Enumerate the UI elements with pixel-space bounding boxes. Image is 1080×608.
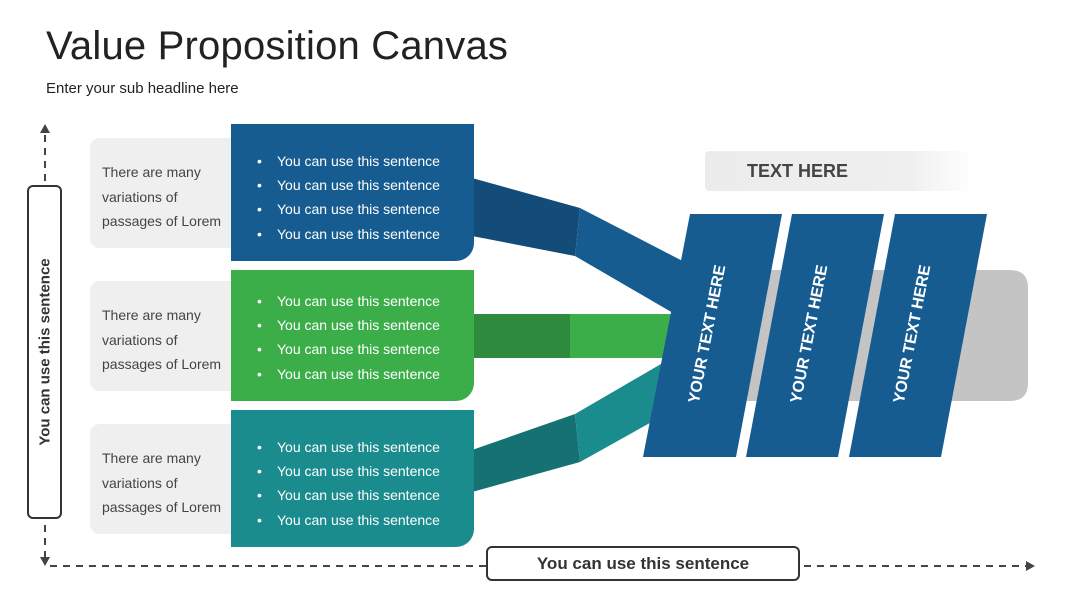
bullet-list-3: •You can use this sentence •You can use … [257,435,440,532]
horizontal-axis [50,561,1035,571]
connector-green [472,314,688,358]
description-card-3: There are many variations of passages of… [90,424,250,534]
bullet-item: •You can use this sentence [257,487,440,504]
text-here-pill: TEXT HERE [705,151,975,191]
bullet-item: •You can use this sentence [257,511,440,528]
vertical-axis-label-box: You can use this sentence [27,185,62,519]
horizontal-axis-label-box: You can use this sentence [486,546,800,581]
bullet-card-2: •You can use this sentence •You can use … [231,270,474,401]
page-title: Value Proposition Canvas [46,24,509,68]
bullet-card-3: •You can use this sentence •You can use … [231,410,474,547]
connector-blue [472,178,700,320]
description-text-2: There are many variations of passages of… [102,307,222,372]
horizontal-axis-label: You can use this sentence [536,554,750,573]
bullet-item: •You can use this sentence [257,463,440,480]
bullet-item: •You can use this sentence [257,439,440,455]
pill-label: TEXT HERE [747,161,849,181]
slanted-bar-1 [643,214,782,457]
description-text-1: There are many variations of passages of… [102,164,222,229]
bullet-card-1: •You can use this sentence •You can use … [231,124,474,261]
bullet-item: •You can use this sentence [257,153,440,169]
description-text-3: There are many variations of passages of… [102,450,222,515]
slanted-bar-3 [849,214,987,457]
bullet-item: •You can use this sentence [257,341,440,358]
bullet-item: •You can use this sentence [257,317,440,334]
page-subtitle: Enter your sub headline here [46,80,239,97]
bullet-item: •You can use this sentence [257,225,440,242]
bullet-list-1: •You can use this sentence •You can use … [257,149,440,246]
vertical-axis-label: You can use this sentence [36,258,53,446]
slanted-bar-2 [746,214,884,457]
bullet-item: •You can use this sentence [257,201,440,218]
bullet-list-2: •You can use this sentence •You can use … [257,289,440,386]
bullet-item: •You can use this sentence [257,177,440,194]
description-card-2: There are many variations of passages of… [90,281,250,391]
bullet-item: •You can use this sentence [257,365,440,382]
description-card-1: There are many variations of passages of… [90,138,250,248]
bullet-item: •You can use this sentence [257,293,440,309]
